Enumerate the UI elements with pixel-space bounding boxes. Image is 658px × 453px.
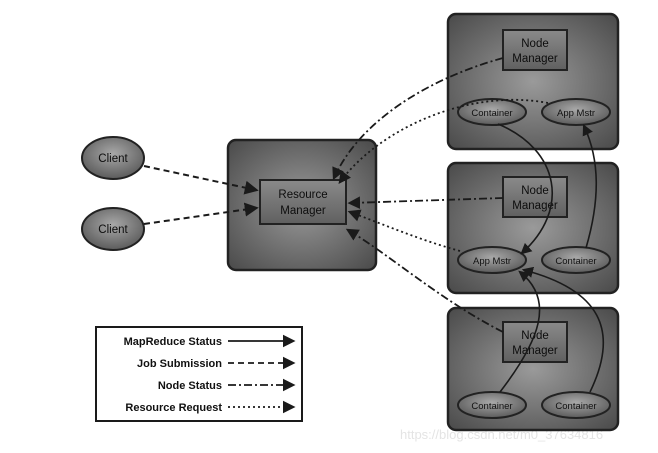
node-manager-label-line1: Node [521, 330, 549, 342]
node-manager-box-1: Node Manager [446, 12, 620, 151]
mapreduce-status-arrow [521, 266, 605, 393]
container-label: Container [471, 401, 512, 412]
container-pill: Container [457, 391, 527, 419]
mapreduce-status-arrow [582, 123, 598, 249]
resource-request-arrow [338, 98, 549, 185]
node-status-arrow [345, 228, 504, 333]
client-2: Client [81, 207, 145, 251]
node-manager-label-line2: Manager [512, 345, 558, 357]
resource-manager-label-line1: Resource [278, 189, 327, 201]
client-1: Client [81, 136, 145, 180]
node-manager-label-line2: Manager [512, 200, 558, 212]
container-pill: Container [541, 246, 611, 274]
job-submission-arrow [143, 165, 259, 195]
legend-job-submission-label: Job Submission [137, 358, 222, 370]
legend: MapReduce Status Job Submission Node Sta… [95, 326, 303, 422]
job-submission-arrow [143, 202, 259, 225]
resource-manager-box: Resource Manager [226, 138, 378, 272]
node-manager-label-line1: Node [521, 185, 549, 197]
resource-manager-label-line2: Manager [280, 205, 326, 217]
mapreduce-status-arrow [499, 270, 541, 393]
node-manager-label-line1: Node [521, 38, 549, 50]
mapreduce-status-arrow [497, 123, 554, 255]
client-label: Client [98, 224, 128, 236]
legend-node-status-label: Node Status [158, 380, 222, 392]
container-label: Container [555, 256, 596, 267]
node-status-arrow [332, 57, 504, 181]
container-label: Container [471, 108, 512, 119]
legend-mapreduce-status-label: MapReduce Status [124, 336, 222, 348]
app-master-pill: App Mstr [457, 246, 527, 274]
container-label: Container [555, 401, 596, 412]
client-label: Client [98, 153, 128, 165]
app-master-label: App Mstr [473, 256, 511, 267]
node-manager-box-2: Node Manager [446, 161, 620, 295]
node-manager-label-line2: Manager [512, 53, 558, 65]
container-pill: Container [541, 391, 611, 419]
app-master-label: App Mstr [557, 108, 595, 119]
app-master-pill: App Mstr [541, 98, 611, 126]
legend-resource-request-label: Resource Request [125, 402, 222, 414]
container-pill: Container [457, 98, 527, 126]
node-status-arrow [347, 196, 504, 209]
